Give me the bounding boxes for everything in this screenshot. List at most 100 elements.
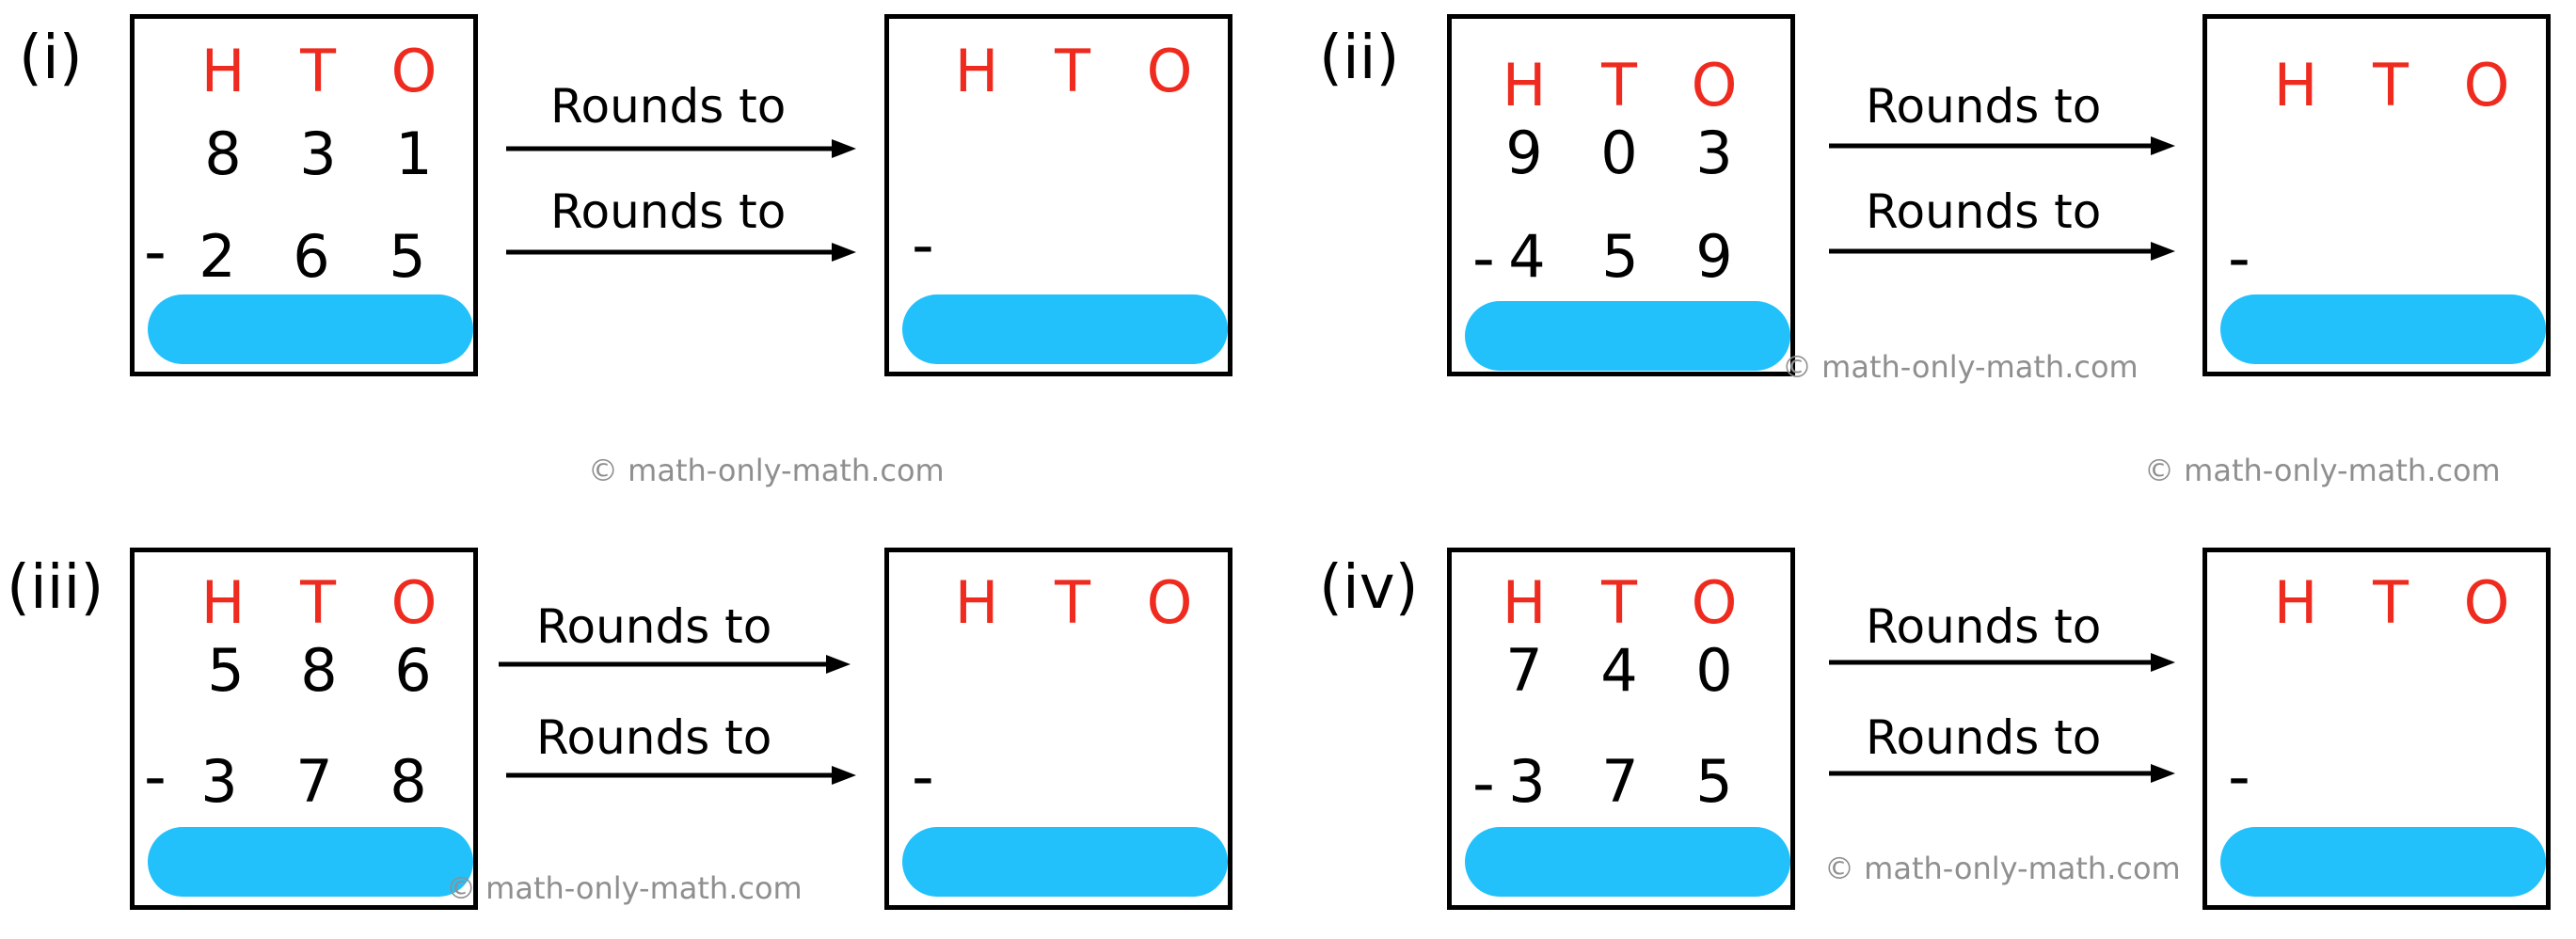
header-h: H xyxy=(954,568,999,637)
arrow-label-top: Rounds to xyxy=(1866,599,2102,654)
answer-pill[interactable] xyxy=(1465,827,1790,897)
minuend-h: 8 xyxy=(204,119,242,188)
problem-2: (ii) H T O 9 0 3 - 4 5 9 Rounds to Round… xyxy=(1288,0,2576,485)
header-o: O xyxy=(2463,51,2510,119)
minuend-o: 6 xyxy=(394,636,432,705)
problem-4: (iv) H T O 7 4 0 - 3 7 5 Rounds to Round… xyxy=(1288,470,2576,939)
minuend-t: 8 xyxy=(300,636,338,705)
answer-pill[interactable] xyxy=(148,827,473,897)
watermark: © math-only-math.com xyxy=(1824,851,2181,886)
subtrahend-o: 5 xyxy=(389,222,426,291)
header-h: H xyxy=(1502,51,1547,119)
arrow-label-top: Rounds to xyxy=(550,79,787,134)
minuend-h: 7 xyxy=(1505,636,1543,705)
subtrahend-h: 4 xyxy=(1508,222,1546,291)
arrow-top xyxy=(499,653,856,676)
arrow-label-bottom: Rounds to xyxy=(536,710,772,765)
minus-sign: - xyxy=(144,740,167,813)
header-t: T xyxy=(1601,568,1637,637)
subtrahend-h: 3 xyxy=(1508,747,1546,816)
header-h: H xyxy=(954,37,999,105)
problem-label: (i) xyxy=(19,24,83,93)
header-h: H xyxy=(200,37,246,105)
minuend-o: 1 xyxy=(395,119,433,188)
left-box: H T O 7 4 0 - 3 7 5 xyxy=(1447,548,1795,910)
minuend-o: 3 xyxy=(1695,119,1733,187)
header-t: T xyxy=(1055,568,1090,637)
subtrahend-t: 7 xyxy=(1601,747,1639,816)
arrow-label-bottom: Rounds to xyxy=(550,184,787,239)
arrow-label-bottom: Rounds to xyxy=(1866,184,2102,239)
header-t: T xyxy=(2373,568,2409,637)
arrow-label-top: Rounds to xyxy=(1866,79,2102,134)
minus-sign: - xyxy=(912,209,934,281)
header-o: O xyxy=(2463,568,2510,637)
arrow-bottom xyxy=(1829,762,2186,785)
subtrahend-t: 5 xyxy=(1601,222,1639,291)
answer-pill[interactable] xyxy=(902,827,1228,897)
subtrahend-t: 6 xyxy=(293,222,330,291)
minuend-t: 0 xyxy=(1600,119,1638,187)
problem-label: (iii) xyxy=(7,553,104,623)
problem-3: (iii) H T O 5 8 6 - 3 7 8 Rounds to Roun… xyxy=(0,470,1288,939)
problem-label: (ii) xyxy=(1319,24,1400,93)
answer-pill[interactable] xyxy=(2220,827,2546,897)
arrow-top xyxy=(1829,651,2186,674)
header-o: O xyxy=(390,568,437,637)
left-box: H T O 5 8 6 - 3 7 8 xyxy=(130,548,478,910)
arrow-bottom xyxy=(506,241,864,263)
arrow-top xyxy=(506,137,864,160)
arrow-label-bottom: Rounds to xyxy=(1866,710,2102,765)
header-o: O xyxy=(1146,37,1193,105)
subtrahend-o: 5 xyxy=(1695,747,1733,816)
right-box: H T O - xyxy=(884,14,1232,376)
minus-sign: - xyxy=(2228,222,2250,294)
answer-pill[interactable] xyxy=(2220,294,2546,364)
minuend-t: 4 xyxy=(1600,636,1638,705)
left-box: H T O 9 0 3 - 4 5 9 xyxy=(1447,14,1795,376)
header-o: O xyxy=(390,37,437,105)
answer-pill[interactable] xyxy=(1465,301,1790,371)
minus-sign: - xyxy=(1472,222,1495,294)
arrow-label-top: Rounds to xyxy=(536,599,772,654)
answer-pill[interactable] xyxy=(148,294,473,364)
header-h: H xyxy=(200,568,246,637)
right-box: H T O - xyxy=(2202,548,2551,910)
arrow-bottom xyxy=(506,764,864,787)
watermark: © math-only-math.com xyxy=(588,453,945,488)
minuend-h: 9 xyxy=(1505,119,1543,187)
left-box: H T O 8 3 1 - 2 6 5 xyxy=(130,14,478,376)
header-h: H xyxy=(2273,568,2318,637)
minus-sign: - xyxy=(144,215,167,288)
subtrahend-h: 3 xyxy=(200,747,238,816)
watermark: © math-only-math.com xyxy=(446,870,803,906)
minus-sign: - xyxy=(1472,747,1495,820)
answer-pill[interactable] xyxy=(902,294,1228,364)
right-box: H T O - xyxy=(884,548,1232,910)
watermark: © math-only-math.com xyxy=(2144,453,2501,488)
header-o: O xyxy=(1146,568,1193,637)
subtrahend-o: 8 xyxy=(390,747,427,816)
subtrahend-h: 2 xyxy=(199,222,236,291)
minuend-t: 3 xyxy=(299,119,337,188)
header-t: T xyxy=(300,568,336,637)
minuend-o: 0 xyxy=(1695,636,1733,705)
minuend-h: 5 xyxy=(207,636,245,705)
subtrahend-o: 9 xyxy=(1695,222,1733,291)
arrow-top xyxy=(1829,135,2186,157)
subtrahend-t: 7 xyxy=(295,747,333,816)
header-t: T xyxy=(1601,51,1637,119)
header-h: H xyxy=(1502,568,1547,637)
watermark: © math-only-math.com xyxy=(1782,349,2139,385)
header-h: H xyxy=(2273,51,2318,119)
right-box: H T O - xyxy=(2202,14,2551,376)
arrow-bottom xyxy=(1829,240,2186,263)
header-o: O xyxy=(1691,568,1738,637)
minus-sign: - xyxy=(912,740,934,813)
problem-label: (iv) xyxy=(1319,553,1419,623)
header-t: T xyxy=(2373,51,2409,119)
minus-sign: - xyxy=(2228,740,2250,813)
header-t: T xyxy=(1055,37,1090,105)
header-t: T xyxy=(300,37,336,105)
problem-1: (i) H T O 8 3 1 - 2 6 5 Rounds to Rounds… xyxy=(0,0,1288,485)
